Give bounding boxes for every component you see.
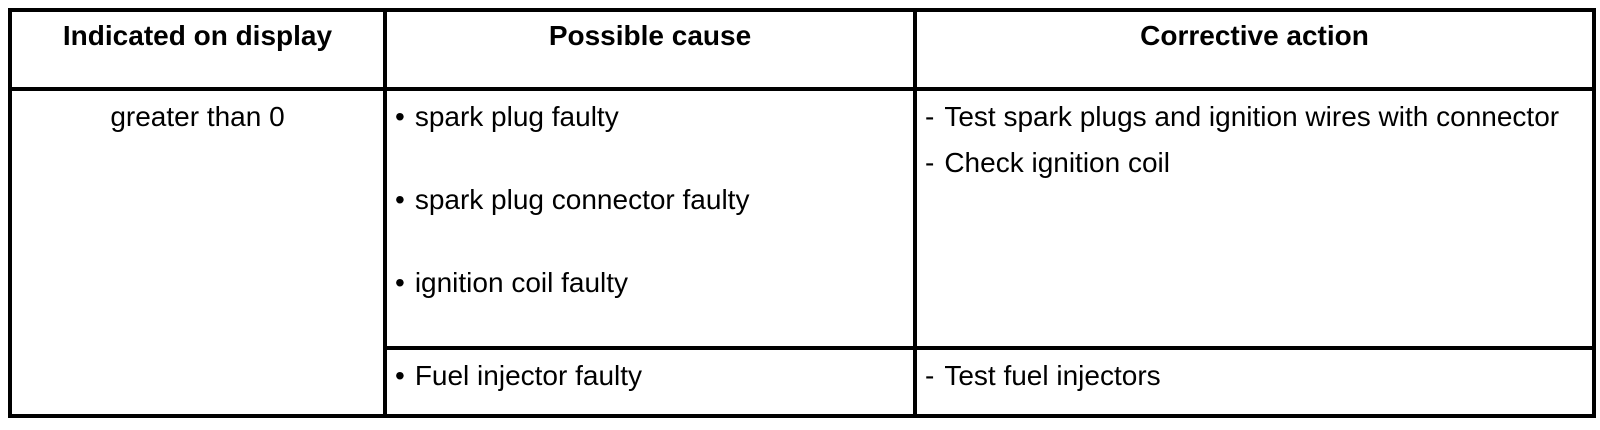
column-header-corrective-action: Corrective action bbox=[913, 8, 1596, 91]
cause-text: Fuel injector faulty bbox=[414, 360, 643, 391]
cause-item-spark-plug-connector: • spark plug connector faulty bbox=[395, 181, 903, 218]
cause-item-ignition-coil: • ignition coil faulty bbox=[395, 264, 903, 301]
cause-item-fuel-injector: • Fuel injector faulty bbox=[395, 357, 903, 394]
table-row: greater than 0 • spark plug faulty • spark… bbox=[8, 87, 1596, 418]
action-text: Test spark plugs and ignition wires with… bbox=[944, 101, 1560, 132]
cell-corrective-actions-fuel: -Test fuel injectors bbox=[913, 346, 1596, 418]
column-header-indicated-on-display: Indicated on display bbox=[8, 8, 387, 91]
action-item-test-spark-plugs: -Test spark plugs and ignition wires wit… bbox=[925, 98, 1582, 135]
action-text: Check ignition coil bbox=[944, 147, 1170, 178]
column-header-possible-cause: Possible cause bbox=[383, 8, 917, 91]
action-item-check-ignition-coil: -Check ignition coil bbox=[925, 144, 1582, 181]
indicated-value-text: greater than 0 bbox=[110, 101, 285, 132]
cell-indicated-value: greater than 0 bbox=[8, 87, 387, 418]
cause-item-spark-plug: • spark plug faulty bbox=[395, 98, 903, 135]
cause-text: ignition coil faulty bbox=[414, 267, 629, 298]
table-row: • Fuel injector faulty -Test fuel injecto… bbox=[10, 346, 1596, 418]
dash-marker: - bbox=[925, 147, 935, 178]
cause-text: spark plug faulty bbox=[414, 101, 619, 132]
cell-possible-causes-fuel: • Fuel injector faulty bbox=[383, 346, 917, 418]
bullet-marker: • bbox=[395, 267, 405, 298]
dash-marker: - bbox=[925, 360, 935, 391]
dash-marker: - bbox=[925, 101, 935, 132]
action-item-test-fuel-injectors: -Test fuel injectors bbox=[925, 357, 1582, 394]
bullet-marker: • bbox=[395, 360, 405, 391]
bullet-marker: • bbox=[395, 184, 405, 215]
bullet-marker: • bbox=[395, 101, 405, 132]
action-text: Test fuel injectors bbox=[944, 360, 1161, 391]
cause-text: spark plug connector faulty bbox=[414, 184, 750, 215]
troubleshooting-table: Indicated on display Possible cause Corr… bbox=[8, 8, 1596, 418]
cell-corrective-actions-ignition: -Test spark plugs and ignition wires wit… bbox=[913, 87, 1596, 350]
cell-possible-causes-ignition: • spark plug faulty • spark plug connector… bbox=[383, 87, 917, 350]
table-header-row: Indicated on display Possible cause Corr… bbox=[8, 8, 1596, 91]
